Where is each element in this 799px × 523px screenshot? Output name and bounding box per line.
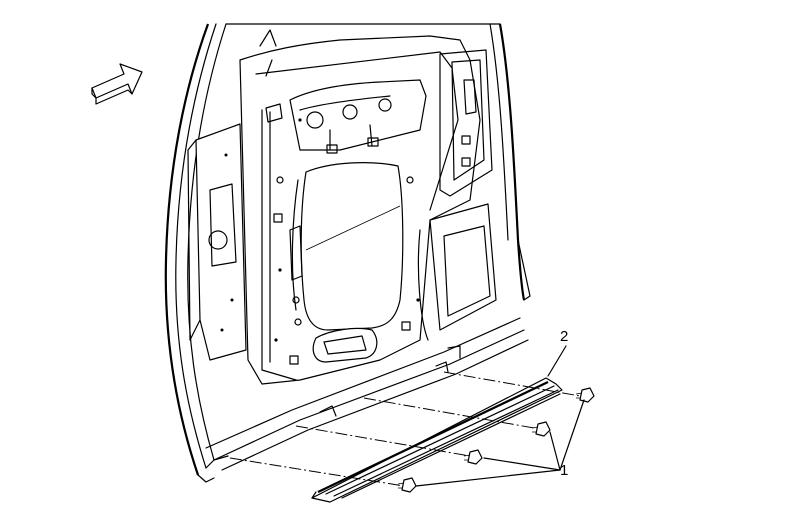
screw-3 [531, 421, 551, 437]
sill-plate [311, 377, 563, 503]
left-pillar-bracket [187, 123, 247, 361]
alignment-lines [229, 371, 581, 487]
view-direction-arrow-icon [91, 63, 143, 105]
right-pocket [417, 49, 497, 341]
door-lower-channel [205, 317, 529, 471]
access-hole [289, 162, 404, 331]
screw-1 [397, 477, 417, 493]
lower-oblong-hole [312, 327, 378, 363]
door-frame [164, 23, 531, 483]
screw-fasteners [397, 387, 595, 493]
panel-holes [273, 118, 471, 365]
callout-label-2: 2 [560, 328, 569, 345]
callout-label-1: 1 [560, 462, 569, 479]
screw-4 [575, 387, 595, 403]
regulator-harness [259, 29, 427, 154]
leader-lines-1 [415, 399, 585, 487]
leader-line-2 [547, 345, 567, 377]
screw-2 [463, 449, 483, 465]
